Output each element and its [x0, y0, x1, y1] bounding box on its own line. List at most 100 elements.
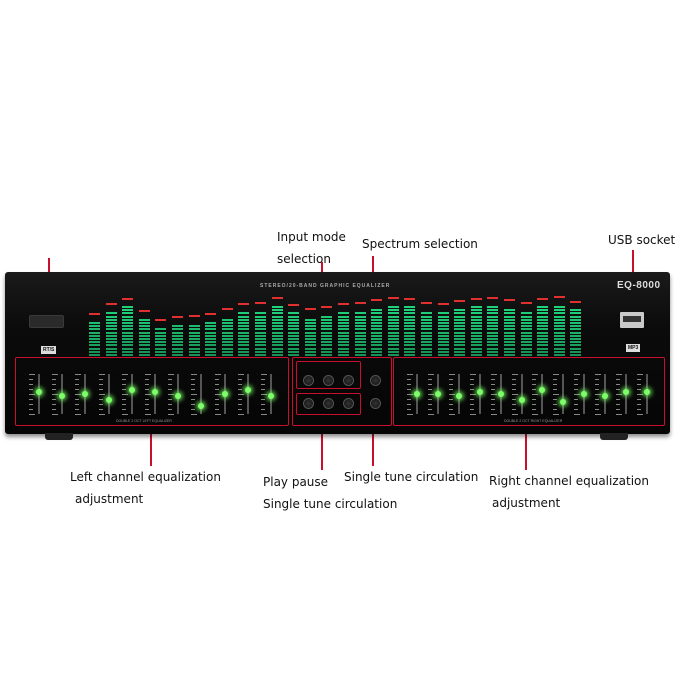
spectrum-segment — [221, 354, 233, 356]
spectrum-segment — [188, 338, 200, 340]
left-slider-knob[interactable] — [268, 393, 274, 399]
left-slider-tick — [214, 404, 219, 405]
left-slider-tick — [191, 409, 196, 410]
right-slider-track[interactable] — [541, 374, 544, 414]
left-slider-track[interactable] — [200, 374, 203, 414]
spectrum-segment — [288, 341, 300, 344]
spectrum-peak — [421, 301, 432, 304]
spectrum-segment — [421, 334, 432, 337]
spectrum-button[interactable] — [370, 375, 381, 386]
spectrum-segment — [404, 315, 416, 318]
left-slider-tick — [237, 379, 242, 380]
callout-single-tune-text: Single tune circulation — [344, 470, 479, 484]
spectrum-segment — [570, 309, 582, 312]
right-slider-tick — [553, 384, 558, 385]
spectrum-segment — [371, 334, 383, 337]
spectrum-segment — [321, 344, 333, 347]
left-slider-knob[interactable] — [244, 387, 251, 393]
left-slider-knob[interactable] — [128, 387, 135, 393]
right-slider-scale — [532, 374, 539, 415]
spectrum-segment — [454, 350, 466, 353]
spectrum-segment — [172, 338, 183, 340]
left-slider-tick — [52, 389, 57, 390]
right-slider-knob[interactable] — [602, 393, 609, 399]
spectrum-segment — [122, 322, 134, 324]
spectrum-segment — [504, 331, 515, 334]
spectrum-column — [172, 292, 183, 356]
spectrum-segment — [188, 347, 200, 350]
input-mode-button-3[interactable] — [343, 375, 354, 386]
spectrum-segment — [172, 328, 183, 331]
spectrum-column — [188, 292, 200, 356]
right-slider-knob[interactable] — [497, 391, 504, 397]
left-slider-knob[interactable] — [152, 389, 158, 395]
play-pause-button[interactable] — [303, 398, 314, 409]
left-slider-knob[interactable] — [198, 403, 205, 409]
left-slider-tick — [98, 379, 103, 380]
left-slider-knob[interactable] — [175, 393, 182, 399]
right-slider-knob[interactable] — [644, 389, 650, 395]
left-slider-tick — [145, 394, 151, 395]
callout-left-eq: Left channel equalization adjustment — [70, 466, 221, 510]
single-tune-button[interactable] — [370, 398, 381, 409]
spectrum-segment — [271, 328, 283, 331]
left-slider-track[interactable] — [130, 374, 133, 414]
spectrum-segment — [89, 322, 100, 324]
left-slider-track[interactable] — [246, 374, 249, 414]
left-slider-knob[interactable] — [221, 391, 228, 397]
spectrum-segment — [155, 344, 167, 347]
left-eq-panel: DOUBLE 2 OCT LEFT EQUALIZER — [15, 357, 289, 426]
spectrum-segment — [387, 341, 399, 344]
spectrum-segment — [470, 322, 482, 324]
input-mode-button-2[interactable] — [323, 375, 334, 386]
spectrum-segment — [205, 350, 217, 353]
left-slider-tick — [237, 389, 242, 390]
right-slider-tick — [427, 399, 432, 400]
left-slider-tick — [168, 389, 173, 390]
spectrum-segment — [421, 344, 432, 347]
right-slider-tick — [427, 394, 434, 395]
left-slider-tick — [214, 414, 221, 415]
previous-button[interactable] — [323, 398, 334, 409]
spectrum-segment — [470, 309, 482, 312]
spectrum-segment — [271, 325, 283, 328]
spectrum-segment — [155, 347, 167, 350]
right-slider-tick — [511, 394, 518, 395]
right-slider-knob[interactable] — [560, 399, 567, 405]
spectrum-column — [570, 292, 582, 356]
spectrum-segment — [122, 354, 134, 356]
spectrum-segment — [138, 325, 150, 328]
spectrum-segment — [421, 318, 432, 321]
spectrum-segment — [89, 328, 100, 331]
right-slider-knob[interactable] — [518, 397, 525, 403]
left-slider-track[interactable] — [107, 374, 110, 414]
spectrum-segment — [288, 331, 300, 334]
right-slider-knob[interactable] — [455, 393, 462, 399]
left-slider-knob[interactable] — [105, 397, 112, 403]
right-slider-knob[interactable] — [581, 391, 588, 397]
right-slider-knob[interactable] — [476, 389, 483, 395]
input-mode-button-1[interactable] — [303, 375, 314, 386]
right-slider-knob[interactable] — [434, 391, 441, 397]
next-button[interactable] — [343, 398, 354, 409]
right-slider-tick — [407, 374, 413, 375]
right-slider-knob[interactable] — [539, 387, 546, 393]
left-slider-tick — [29, 374, 35, 375]
spectrum-peak — [271, 296, 283, 299]
right-slider-tick — [448, 404, 453, 405]
spectrum-segment — [338, 318, 349, 321]
right-slider-track[interactable] — [562, 374, 565, 414]
spectrum-segment — [221, 341, 233, 344]
spectrum-segment — [404, 334, 416, 337]
right-slider-track[interactable] — [520, 374, 523, 414]
left-slider-knob[interactable] — [36, 389, 42, 395]
spectrum-segment — [155, 334, 167, 337]
left-slider-tick — [52, 394, 59, 395]
left-slider-knob[interactable] — [82, 391, 89, 397]
right-slider-knob[interactable] — [623, 389, 630, 395]
right-slider-knob[interactable] — [414, 391, 420, 397]
usb-socket[interactable] — [620, 312, 644, 328]
spectrum-segment — [537, 334, 549, 337]
spectrum-segment — [537, 315, 549, 318]
left-slider-knob[interactable] — [59, 393, 66, 399]
